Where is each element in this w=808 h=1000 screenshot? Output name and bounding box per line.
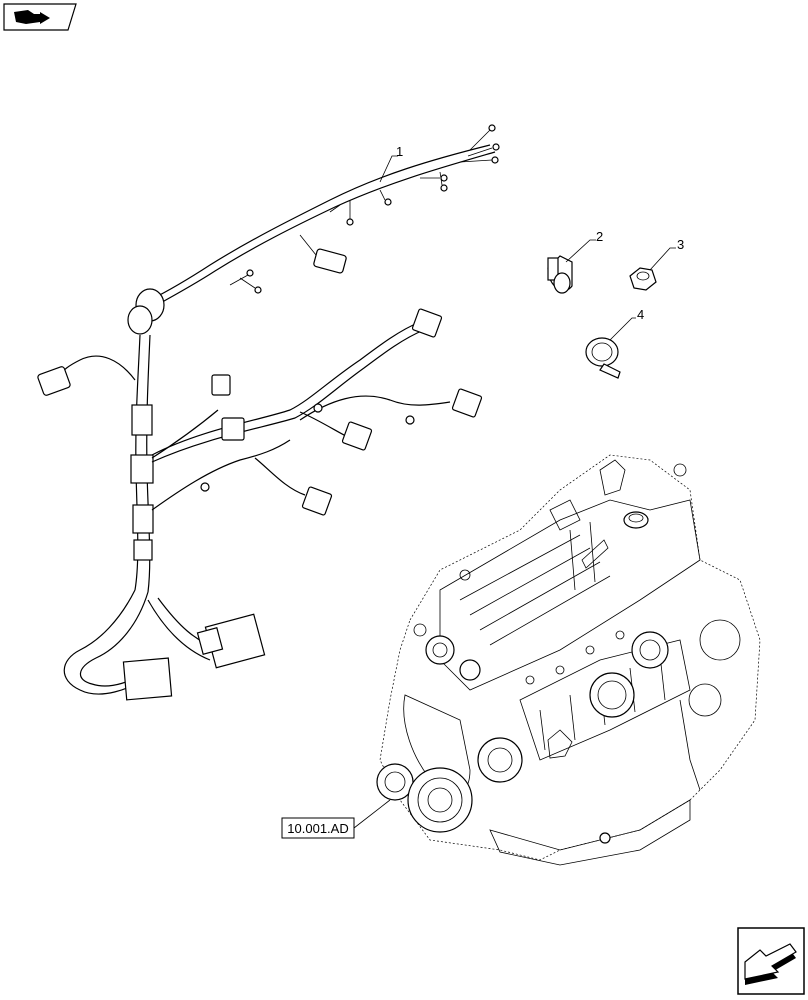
p-clamp-part	[585, 337, 621, 379]
callout-3: 3	[677, 237, 684, 252]
wiring-harness	[37, 124, 500, 701]
callout-2: 2	[596, 229, 603, 244]
callout-4: 4	[637, 307, 644, 322]
callout-1: 1	[396, 144, 403, 159]
reference-label-text: 10.001.AD	[287, 821, 348, 836]
next-page-arrow-icon[interactable]	[737, 927, 805, 995]
book-arrow-icon[interactable]	[3, 3, 77, 31]
reference-label[interactable]: 10.001.AD	[281, 817, 355, 839]
engine-illustration	[376, 454, 761, 866]
nut-part	[629, 267, 657, 291]
clip-part	[547, 255, 573, 294]
